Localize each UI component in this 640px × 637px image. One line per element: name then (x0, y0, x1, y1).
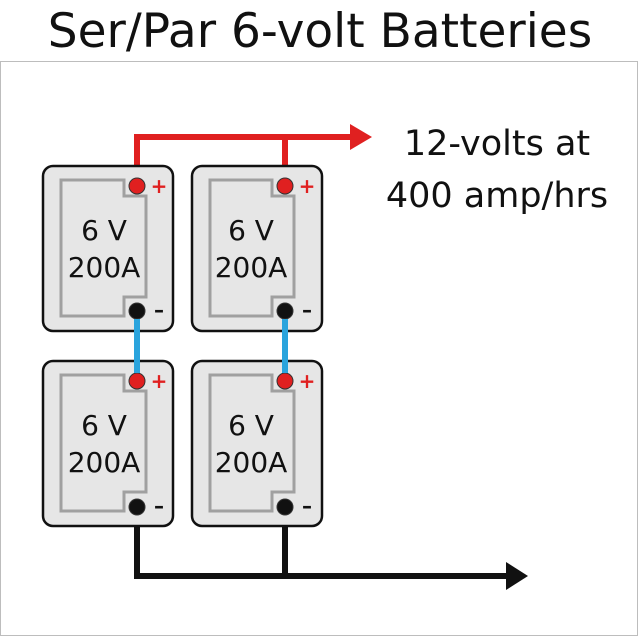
series-links (134, 319, 288, 373)
negative-terminal (128, 498, 146, 516)
positive-terminal (276, 177, 294, 195)
battery-voltage: 6 V (81, 214, 127, 247)
diagram-title: Ser/Par 6-volt Batteries (47, 3, 593, 59)
negative-wire (134, 507, 510, 579)
plus-sign: + (299, 174, 316, 198)
negative-terminal (276, 302, 294, 320)
diagram-frame (0, 61, 638, 636)
battery-top-left: 6 V 200A + – (41, 164, 175, 333)
battery-bottom-right: 6 V 200A + – (190, 359, 324, 528)
minus-sign: – (154, 494, 164, 518)
negative-terminal (276, 498, 294, 516)
output-label-line2: 400 amp/hrs (385, 176, 609, 216)
positive-arrow-head (350, 124, 372, 150)
minus-sign: – (302, 494, 312, 518)
battery-capacity: 200A (68, 446, 141, 479)
positive-terminal (276, 372, 294, 390)
plus-sign: + (299, 369, 316, 393)
negative-arrow-head (506, 562, 528, 590)
battery-capacity: 200A (215, 446, 288, 479)
output-label: 12-volts at 400 amp/hrs (372, 118, 622, 222)
battery-voltage: 6 V (228, 214, 274, 247)
plus-sign: + (151, 174, 168, 198)
negative-terminal (128, 302, 146, 320)
battery-capacity: 200A (215, 251, 288, 284)
minus-sign: – (302, 298, 312, 322)
battery-voltage: 6 V (81, 409, 127, 442)
positive-terminal (128, 177, 146, 195)
battery-top-right: 6 V 200A + – (190, 164, 324, 333)
positive-terminal (128, 372, 146, 390)
battery-bottom-left: 6 V 200A + – (41, 359, 175, 528)
output-label-line1: 12-volts at (403, 124, 591, 164)
plus-sign: + (151, 369, 168, 393)
minus-sign: – (154, 298, 164, 322)
battery-voltage: 6 V (228, 409, 274, 442)
battery-capacity: 200A (68, 251, 141, 284)
